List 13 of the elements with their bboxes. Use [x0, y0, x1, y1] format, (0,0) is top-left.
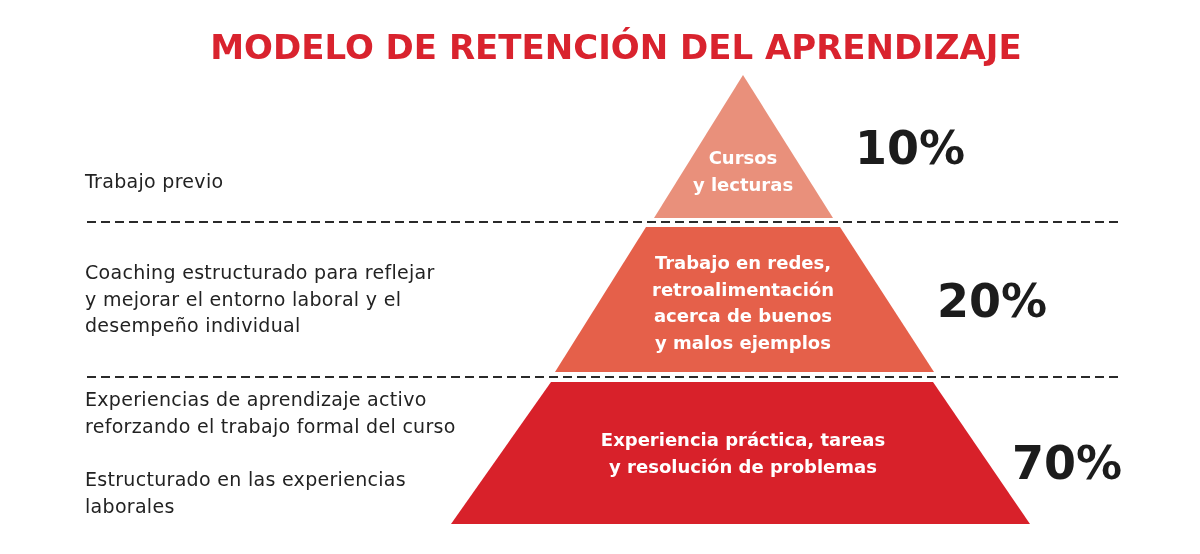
level-description: Trabajo previo [85, 169, 224, 194]
pyramid-tier [555, 227, 934, 372]
percentage-value: 20% [937, 275, 1048, 327]
level-description: Coaching estructurado para reflejar y mejorar el entorno laboral y el desempeño individual [85, 260, 435, 338]
tier-label: Experiencia práctica, tareas y resolución de problemas [600, 427, 886, 479]
diagram-title: MODELO DE RETENCIÓN DEL APRENDIZAJE [210, 29, 1022, 67]
level-description: Estructurado en las experiencias laborales [85, 467, 406, 519]
level-description: Experiencias de aprendizaje activo reforzando el trabajo formal del curso [85, 387, 456, 439]
percentage-value: 10% [855, 122, 966, 174]
tier-label: Trabajo en redes, retroalimentación acerca de buenos y malos ejemplos [652, 251, 834, 355]
pyramid-tier [654, 75, 833, 218]
tier-label: Cursos y lecturas [692, 145, 794, 197]
percentage-value: 70% [1012, 437, 1123, 489]
